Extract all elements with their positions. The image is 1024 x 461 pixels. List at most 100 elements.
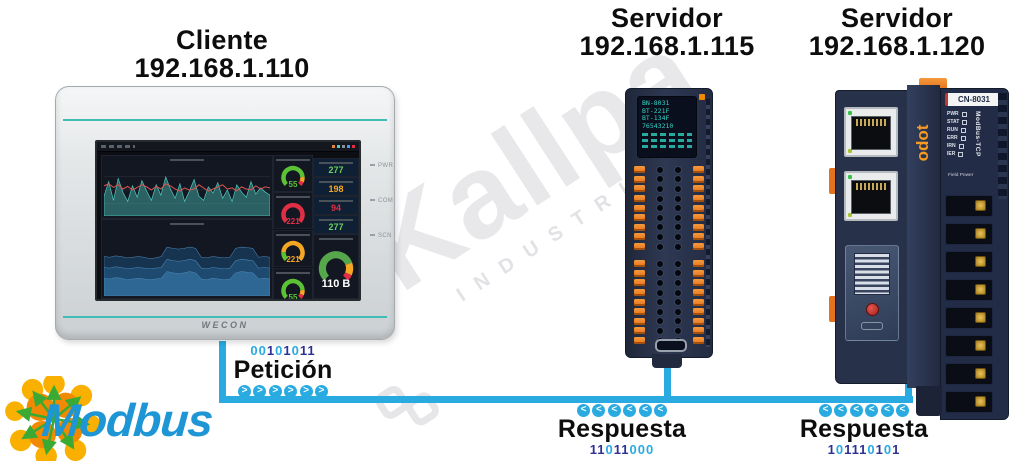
tcp-module-top-clip [919, 78, 947, 89]
tcp-module-center-section: odot [907, 85, 940, 388]
io-terminal-row [634, 213, 704, 223]
chevron-icon: < [638, 404, 652, 417]
gauge-value: 221 [286, 255, 300, 264]
io-display-line: BT-221F [642, 106, 670, 115]
tcp-led-run: RUN [947, 126, 967, 134]
activity-led [848, 149, 852, 153]
hmi-accent-bottom [63, 316, 387, 318]
hmi-led-pwr: PWR [370, 163, 393, 169]
stacked-area-chart-panel [101, 219, 273, 299]
stat-value: 198 [328, 184, 344, 194]
chevron-icon: < [577, 404, 591, 417]
tcp-led-pwr: PWR [947, 110, 967, 118]
response2-label: Respuesta [799, 415, 929, 443]
client-name: Cliente [175, 25, 269, 55]
terminal-block [945, 279, 993, 301]
chevron-icon: < [592, 404, 606, 417]
server2-title: Servidor 192.168.1.120 [752, 4, 1024, 61]
io-terminal-row [634, 259, 704, 269]
cpu-line-chart [103, 164, 271, 217]
io-display-line: BN-8031 [642, 99, 670, 107]
gauge-tile: 221 [273, 230, 313, 267]
panel-title-dash [170, 223, 204, 225]
terminal-screw [975, 340, 986, 351]
chevron-icon: < [819, 404, 833, 417]
chevron-icon: < [849, 404, 863, 417]
watermark-subtitle: INDUSTRIAL [452, 140, 693, 307]
io-terminal-row [634, 194, 704, 204]
response2-binary: 101110101 [827, 442, 901, 457]
response1-binary: 11011000 [589, 442, 655, 457]
chevron-icon: > [299, 385, 313, 398]
io-terminal-row [634, 278, 704, 288]
chevron-icon: > [284, 385, 298, 398]
io-terminal-row [634, 317, 704, 327]
io-terminal-row [634, 307, 704, 317]
stacked-area-chart [103, 228, 271, 297]
chevron-icon: > [253, 385, 267, 398]
server1-ip: 192.168.1.115 [579, 31, 755, 62]
gauge-tile: 221 [273, 192, 313, 229]
response-message-server1: <<<<<< Respuesta 11011000 [556, 402, 688, 457]
terminal-block [945, 223, 993, 245]
activity-led [848, 213, 852, 217]
heat-sink-fins [998, 93, 1007, 199]
gauge-value: 55 [288, 180, 298, 189]
gauge-value: 221 [286, 217, 300, 226]
tcp-led-irn: IRN [947, 142, 967, 150]
io-module-power-led [699, 94, 705, 100]
ethernet-port-2 [844, 171, 898, 221]
field-power-label: Field Power [948, 173, 974, 178]
panel-title-dash [170, 159, 204, 161]
stat-tile: 198 [313, 177, 359, 196]
chevron-icon: > [314, 385, 328, 398]
response2-arrows: <<<<<< [798, 404, 930, 417]
request-message: 00101011 Petición >>>>>> [222, 343, 344, 398]
cpu-line-chart-panel [101, 155, 273, 219]
terminal-column [945, 195, 993, 419]
big-gauge-tile: 110 B [313, 234, 359, 299]
kallpa-chain-icon [375, 385, 439, 426]
connection-line-client [219, 341, 226, 401]
model-label: CN-8031 [945, 93, 1000, 106]
stat-tile: 94 [313, 196, 359, 215]
io-module-foot [652, 354, 682, 368]
hmi-brand-logo: WECON [201, 320, 249, 330]
io-display-line: 76543210 [642, 121, 674, 130]
server1-name: Servidor [611, 3, 723, 33]
tcp-module-foot [916, 386, 942, 416]
io-terminal-row [634, 297, 704, 307]
io-terminal-row [634, 165, 704, 175]
gauge-tile: 55 [273, 155, 313, 192]
dip-switches [854, 253, 890, 295]
terminal-screw [975, 256, 986, 267]
link-led [848, 111, 852, 115]
rj45-jack [851, 180, 891, 214]
server1-title: Servidor 192.168.1.115 [522, 4, 812, 61]
topbar-breadcrumb-dashes [101, 145, 135, 148]
terminal-screw [975, 200, 986, 211]
io-terminal-row [634, 203, 704, 213]
usb-c-port [655, 339, 687, 352]
terminal-screw [975, 284, 986, 295]
client-ip: 192.168.1.110 [134, 53, 310, 84]
stat-tile: 277 [313, 215, 359, 234]
connection-line-server1 [664, 366, 671, 398]
ethernet-port-1 [844, 107, 898, 157]
terminal-screw [975, 312, 986, 323]
protocol-label: ModBus-TCP [974, 111, 981, 157]
request-label: Petición [233, 356, 333, 384]
response1-arrows: <<<<<< [556, 404, 688, 417]
service-port [861, 322, 883, 330]
terminal-block [945, 307, 993, 329]
chevron-icon: < [865, 404, 879, 417]
io-terminal-bank-top [634, 165, 704, 251]
connection-line-server2 [905, 378, 912, 398]
chevron-icon: > [268, 385, 282, 398]
terminal-block [945, 335, 993, 357]
io-terminal-row [634, 175, 704, 185]
chevron-icon: < [895, 404, 909, 417]
io-display-line: BT-134F [642, 114, 670, 122]
